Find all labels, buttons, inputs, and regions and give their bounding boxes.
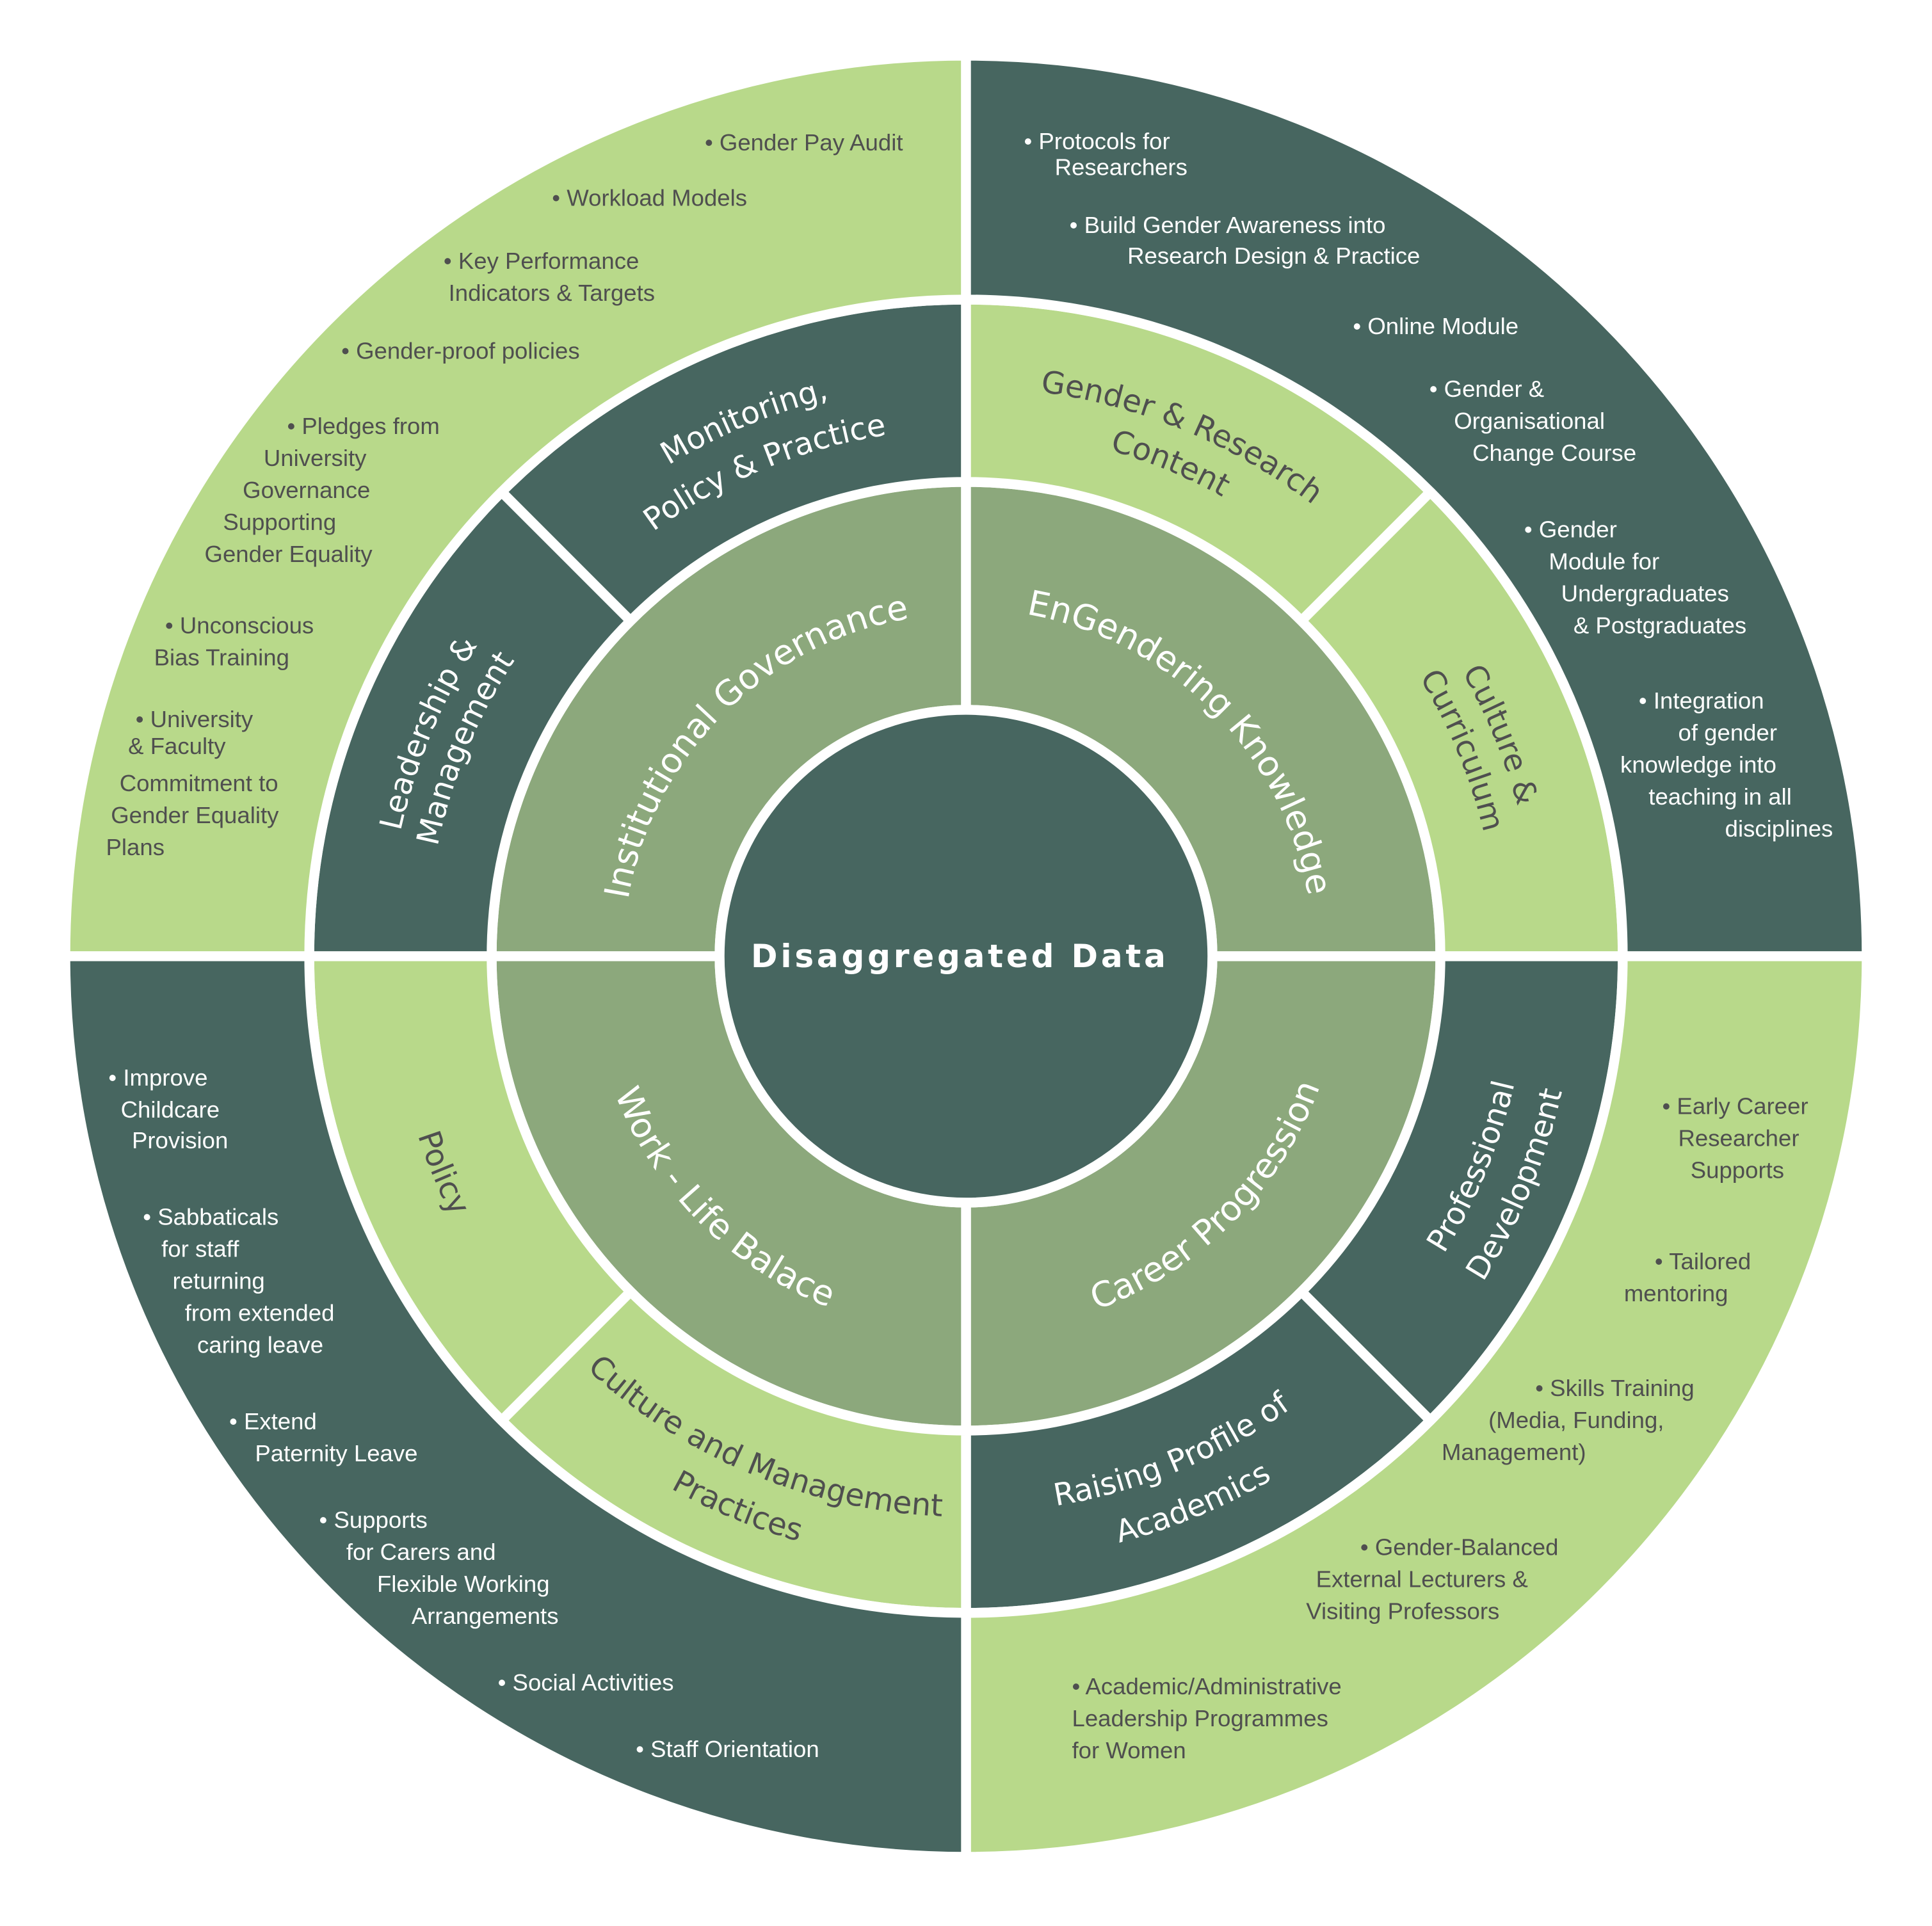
bullet-line: (Media, Funding, bbox=[1488, 1407, 1664, 1433]
bullet-line: • Gender bbox=[1524, 517, 1617, 543]
bullet-item-bl-5: • Staff Orientation bbox=[636, 1736, 819, 1762]
bullet-item-tl-1: • Workload Models bbox=[552, 185, 747, 211]
center-circle bbox=[714, 705, 1218, 1208]
bullet-line: • Online Module bbox=[1353, 313, 1518, 339]
bullet-line: Supports bbox=[1691, 1157, 1784, 1183]
bullet-line: of gender bbox=[1678, 719, 1778, 746]
bullet-line: Module for bbox=[1549, 549, 1659, 575]
bullet-line: Supporting bbox=[223, 509, 336, 535]
bullet-line: University bbox=[264, 445, 367, 471]
bullet-item-br-1: • Tailored mentoring bbox=[1624, 1248, 1751, 1306]
bullet-line: & Postgraduates bbox=[1574, 613, 1746, 639]
bullet-item-tl-0: • Gender Pay Audit bbox=[705, 129, 903, 156]
bullet-line: teaching in all bbox=[1648, 783, 1792, 810]
bullet-line: • Extend bbox=[229, 1408, 317, 1434]
outer-engendering-knowledge bbox=[961, 51, 1872, 961]
bullet-line: • Supports bbox=[319, 1507, 428, 1533]
bullet-line: Researchers bbox=[1055, 154, 1187, 181]
bullet-line: Commitment to bbox=[120, 770, 278, 796]
bullet-line: from extended bbox=[185, 1300, 335, 1326]
bullet-line: • University bbox=[136, 706, 254, 732]
bullet-line: Undergraduates bbox=[1561, 581, 1729, 607]
bullet-line: • Gender Pay Audit bbox=[705, 129, 903, 156]
bullet-item-br-2: • Skills Training (Media, Funding, Managem… bbox=[1442, 1375, 1695, 1465]
bullet-line: • Early Career bbox=[1662, 1093, 1808, 1119]
bullet-line: caring leave bbox=[197, 1332, 323, 1358]
bullet-line: Paternity Leave bbox=[255, 1440, 417, 1466]
outer-work-life-balance bbox=[60, 951, 971, 1862]
bullet-line: • Key Performance bbox=[444, 248, 639, 274]
bullet-line: • Workload Models bbox=[552, 185, 747, 211]
bullet-line: • Pledges from bbox=[287, 413, 439, 439]
bullet-line: Plans bbox=[106, 834, 165, 860]
bullet-line: Arrangements bbox=[412, 1603, 559, 1629]
bullet-line: • Gender-proof policies bbox=[341, 337, 580, 364]
bullet-line: Childcare bbox=[121, 1096, 220, 1123]
bullet-line: Indicators & Targets bbox=[449, 280, 655, 306]
bullet-line: Visiting Professors bbox=[1306, 1598, 1499, 1624]
bullet-line: Management) bbox=[1442, 1439, 1586, 1465]
bullet-line: • Social Activities bbox=[498, 1669, 674, 1696]
bullet-line: • Integration bbox=[1639, 687, 1764, 714]
center-title: Disaggregated Data bbox=[751, 938, 1169, 975]
bullet-line: Bias Training bbox=[154, 645, 289, 671]
bullet-line: for staff bbox=[161, 1236, 239, 1262]
bullet-line: • Gender & bbox=[1429, 376, 1544, 402]
bullet-line: Leadership Programmes bbox=[1072, 1705, 1328, 1731]
bullet-line: Flexible Working bbox=[377, 1571, 550, 1597]
bullet-line: • Build Gender Awareness into bbox=[1070, 212, 1386, 238]
bullet-line: • Unconscious bbox=[165, 613, 314, 639]
bullet-item-tr-2: • Online Module bbox=[1353, 313, 1518, 339]
bullet-line: disciplines bbox=[1725, 815, 1833, 842]
bullet-line: returning bbox=[172, 1268, 264, 1294]
bullet-item-tl-3: • Gender-proof policies bbox=[341, 337, 580, 364]
bullet-line: Governance bbox=[243, 477, 370, 503]
bullet-line: & Faculty bbox=[128, 733, 226, 759]
bullet-line: • Improve bbox=[108, 1064, 207, 1091]
bullet-item-tr-5: • Integration of gender knowledge into teac… bbox=[1620, 687, 1833, 842]
bullet-line: knowledge into bbox=[1620, 751, 1776, 778]
outer-institutional-governance bbox=[60, 51, 971, 961]
bullet-line: Change Course bbox=[1472, 440, 1636, 466]
bullet-line: Research Design & Practice bbox=[1127, 243, 1420, 269]
bullet-line: • Gender-Balanced bbox=[1360, 1534, 1559, 1560]
bullet-line: • Academic/Administrative bbox=[1072, 1673, 1342, 1699]
bullet-line: mentoring bbox=[1624, 1280, 1728, 1306]
bullet-line: • Tailored bbox=[1655, 1248, 1751, 1274]
bullet-line: for Carers and bbox=[346, 1539, 496, 1565]
outer-career-progression bbox=[961, 951, 1872, 1862]
bullet-line: • Sabbaticals bbox=[143, 1204, 278, 1230]
bullet-line: Researcher bbox=[1678, 1125, 1799, 1151]
bullet-item-bl-1: • Sabbaticals for staff returning from exte… bbox=[143, 1204, 334, 1358]
bullet-line: • Staff Orientation bbox=[636, 1736, 819, 1762]
bullet-line: • Protocols for bbox=[1024, 128, 1170, 154]
bullet-line: Gender Equality bbox=[111, 802, 279, 828]
bullet-line: • Skills Training bbox=[1535, 1375, 1695, 1401]
bullet-line: External Lecturers & bbox=[1316, 1566, 1528, 1592]
bullet-line: for Women bbox=[1072, 1737, 1186, 1763]
bullet-line: Organisational bbox=[1454, 408, 1605, 434]
bullet-item-tl-4: • Pledges fromUniversityGovernanceSuppor… bbox=[205, 413, 440, 567]
bullet-line: Gender Equality bbox=[205, 541, 373, 567]
bullet-item-bl-4: • Social Activities bbox=[498, 1669, 674, 1696]
bullet-line: Provision bbox=[132, 1127, 228, 1153]
